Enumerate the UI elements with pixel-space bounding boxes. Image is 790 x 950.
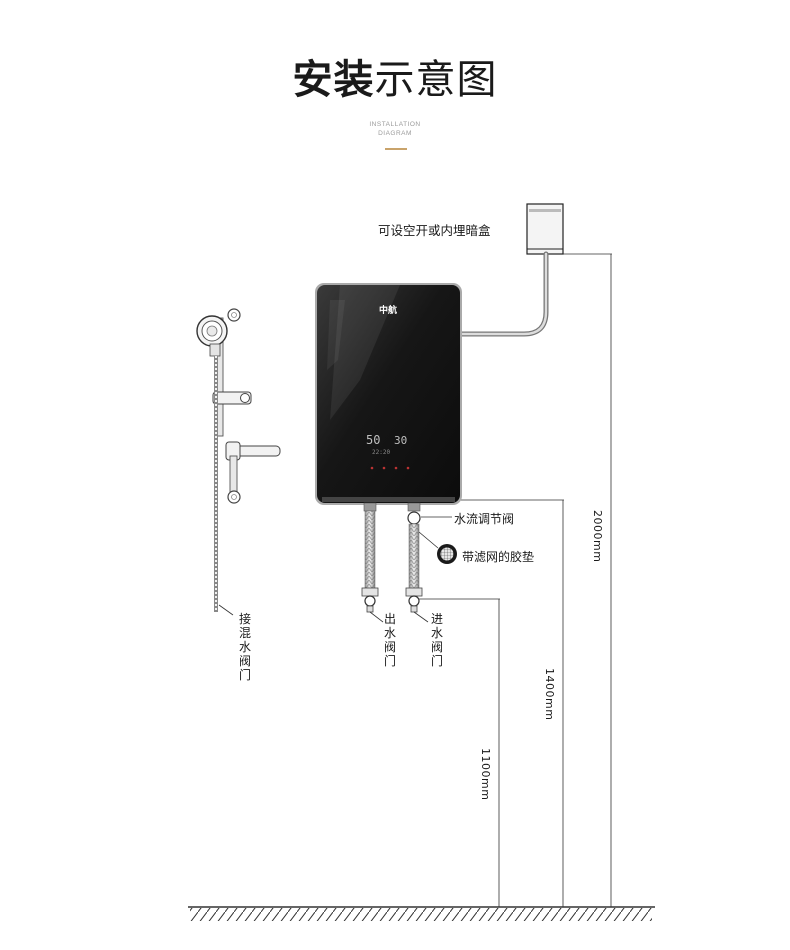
label-flow-valve: 水流调节阀: [454, 512, 515, 526]
dimension-1400: [460, 499, 564, 907]
display-small: 22:20: [372, 449, 390, 456]
junction-box-icon: [526, 203, 564, 255]
mixing-leader: [218, 604, 234, 616]
label-filter-gasket: 带滤网的胶垫: [462, 550, 535, 564]
title-accent-line: [385, 148, 407, 150]
outlet-leader: [369, 611, 384, 623]
outlet-pipe: [361, 502, 379, 597]
subtitle-line-1: INSTALLATION: [369, 121, 421, 128]
heater-logo: 中航: [379, 304, 397, 316]
dimension-2000: [562, 253, 612, 907]
floor: [188, 906, 655, 921]
shower-head-icon: [196, 308, 281, 504]
diagram-subtitle: INSTALLATION DIAGRAM: [0, 120, 790, 138]
inlet-pipe: [405, 502, 423, 597]
display-temp-right: 30: [394, 434, 407, 447]
dimension-1100: [418, 598, 500, 907]
inlet-valve-icon: [408, 595, 420, 613]
filter-leader: [418, 531, 439, 549]
title-bold: 安装: [292, 57, 375, 103]
label-junction-box: 可设空开或内埋暗盒: [378, 223, 491, 238]
dimension-label-2000: 2000mm: [591, 510, 604, 563]
outlet-valve-icon: [364, 595, 376, 613]
water-heater-icon: [315, 283, 462, 505]
subtitle-line-2: DIAGRAM: [378, 130, 412, 137]
power-conduit: [457, 251, 549, 337]
label-mixing-valve: 接混水阀门: [238, 612, 251, 682]
flow-valve-icon: [407, 511, 421, 525]
dimension-label-1400: 1400mm: [543, 668, 556, 721]
inlet-leader: [413, 611, 429, 623]
filter-gasket-icon: [437, 544, 457, 564]
dimension-label-1100: 1100mm: [479, 748, 492, 801]
display-temp-left: 50: [366, 433, 380, 447]
title-light: 示意图: [374, 57, 498, 103]
diagram-title: 安装示意图: [0, 60, 790, 100]
heater-display: 50 30 22:20: [366, 433, 410, 470]
label-inlet-valve: 进水阀门: [430, 612, 443, 668]
label-outlet-valve: 出水阀门: [383, 612, 396, 668]
